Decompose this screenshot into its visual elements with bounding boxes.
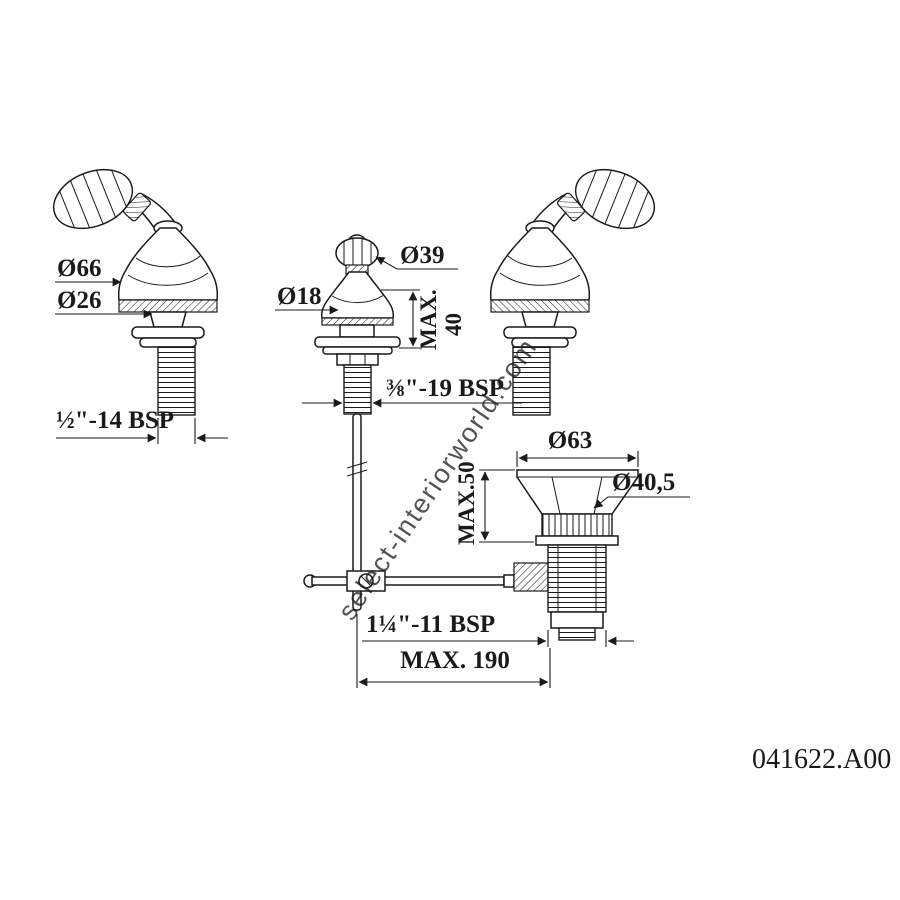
drain-figure (516, 469, 639, 641)
thread-drain-label: 1¼"-11 BSP (366, 611, 495, 638)
dim-thread-drain: 1¼"-11 BSP (362, 611, 634, 647)
thread-center-label: ⅜"-19 BSP (386, 375, 504, 402)
max50-label: MAX.50 (454, 461, 479, 545)
popup-rod-figure (303, 413, 549, 611)
center-valve-figure (314, 234, 401, 415)
dim-thread-center: ⅜"-19 BSP (302, 375, 522, 408)
dia63-label: Ø63 (548, 427, 592, 454)
dim-dia18: Ø18 (275, 283, 339, 315)
dia26-label: Ø26 (57, 287, 101, 314)
dia40-5-label: Ø40,5 (612, 469, 675, 496)
dimensions: Ø66 Ø26 ½"-14 BSP Ø18 Ø39 MAX.40 ⅜" (55, 242, 690, 688)
dim-dia26: Ø26 (55, 287, 153, 319)
dim-max190: MAX. 190 (356, 614, 551, 688)
dim-max50: MAX.50 (454, 461, 534, 545)
dim-max40: MAX.40 (381, 289, 466, 350)
part-number: 041622.A00 (752, 744, 891, 775)
dia39-label: Ø39 (400, 242, 444, 269)
dim-dia39: Ø39 (375, 242, 458, 270)
max40-label: MAX.40 (416, 289, 466, 350)
dim-thread-left: ½"-14 BSP (56, 407, 228, 444)
dim-dia63: Ø63 (516, 427, 639, 467)
max190-label: MAX. 190 (400, 647, 510, 674)
dia18-label: Ø18 (277, 283, 321, 310)
thread-left-label: ½"-14 BSP (56, 407, 174, 434)
dim-dia66: Ø66 (55, 255, 122, 287)
dia66-label: Ø66 (57, 255, 101, 282)
dim-dia40-5: Ø40,5 (593, 469, 690, 509)
